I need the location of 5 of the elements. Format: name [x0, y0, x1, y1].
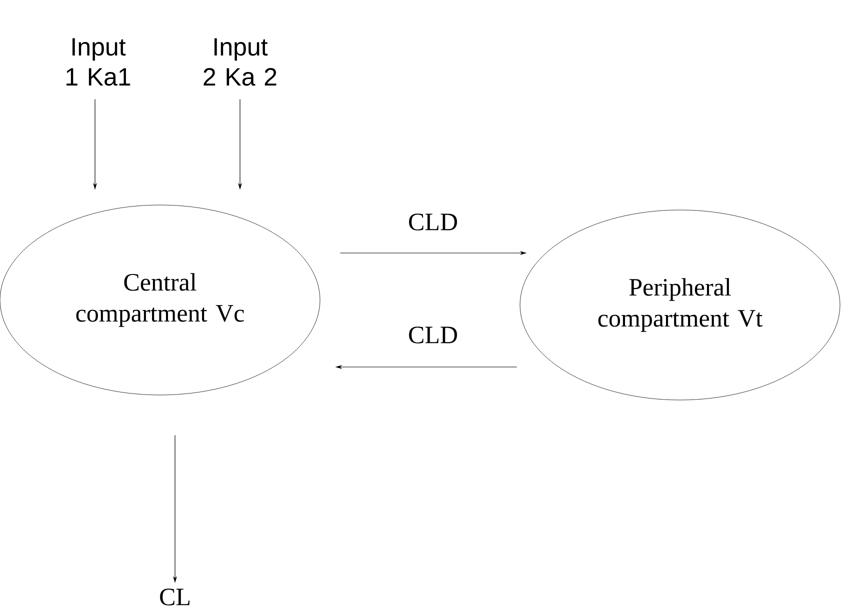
edge-label: CLD — [407, 326, 459, 344]
input-label: Input 1 Ka1 — [66, 38, 130, 86]
edge-label: CLD — [407, 212, 459, 232]
input-label: Input 2 Ka 2 — [204, 38, 276, 86]
output-label: CL — [160, 588, 190, 606]
